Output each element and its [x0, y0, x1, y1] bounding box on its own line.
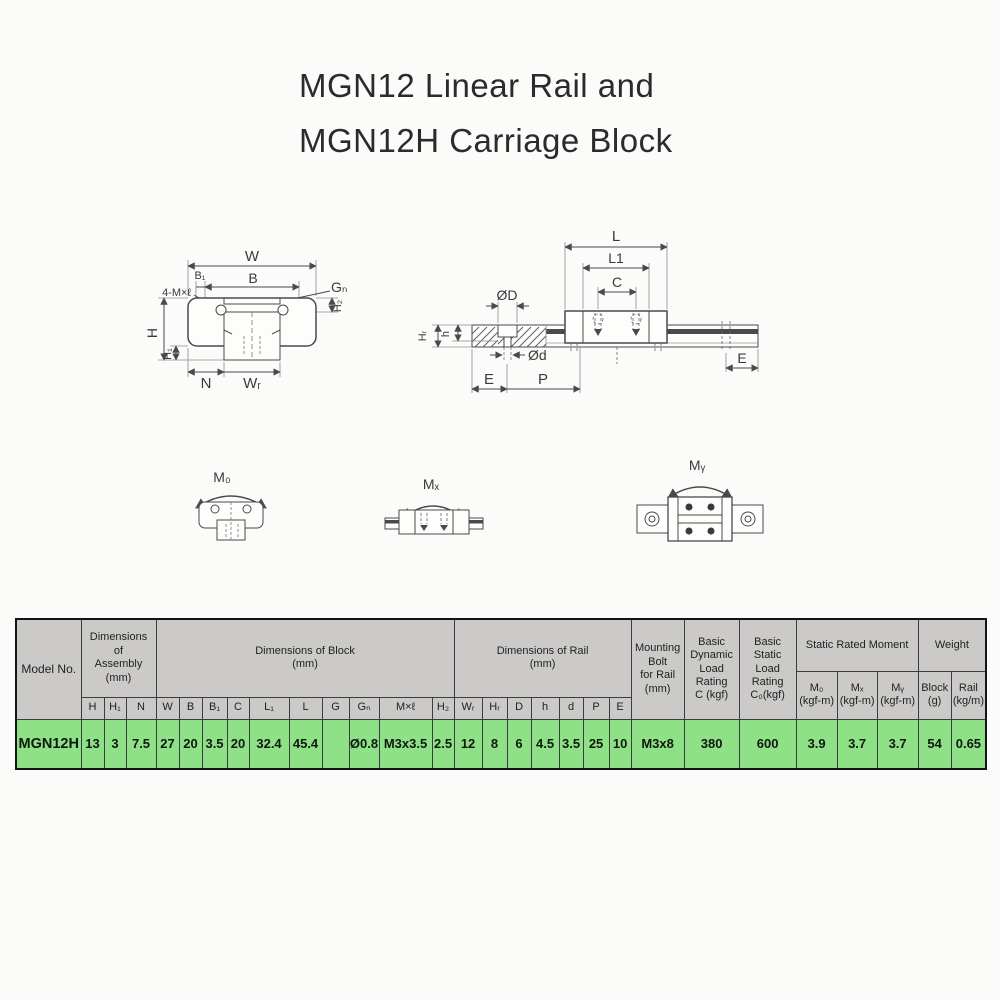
- specification-table: Model No. Dimensions of Assembly (mm) Di…: [15, 618, 988, 770]
- cell-n: 7.5: [125, 718, 157, 770]
- column-header-n: N: [125, 696, 157, 720]
- dimension-label-h: H: [144, 328, 160, 338]
- dimension-label-h2: H₂: [332, 300, 344, 312]
- cell-h-rail: 4.5: [530, 718, 560, 770]
- column-header-m0: M₀ (kgf-m): [795, 670, 838, 720]
- column-header-d: D: [506, 696, 532, 720]
- cell-h2: 2.5: [431, 718, 455, 770]
- group-header-static-rated-moment: Static Rated Moment: [795, 618, 919, 672]
- column-header-mx: Mₓ (kgf-m): [836, 670, 878, 720]
- column-header-w: W: [155, 696, 180, 720]
- dimension-label-od: ØD: [497, 287, 518, 303]
- cell-l1: 32.4: [248, 718, 290, 770]
- column-header-model-no: Model No.: [15, 618, 82, 720]
- dimension-label-n: N: [201, 375, 212, 392]
- dimension-label-h-bore: h: [440, 331, 452, 337]
- dimension-label-b: B: [248, 270, 257, 286]
- cell-weight-rail: 0.65: [950, 718, 987, 770]
- group-header-block: Dimensions of Block (mm): [155, 618, 455, 698]
- column-header-hr: Hᵣ: [481, 696, 508, 720]
- cell-p: 25: [582, 718, 610, 770]
- cell-h1: 3: [103, 718, 127, 770]
- cell-l: 45.4: [288, 718, 323, 770]
- column-header-weight-block: Block (g): [917, 670, 952, 720]
- cell-g: [321, 718, 350, 770]
- cell-gn: Ø0.8: [348, 718, 380, 770]
- column-header-d-small: d: [558, 696, 584, 720]
- column-header-h-rail: h: [530, 696, 560, 720]
- cell-d: 6: [506, 718, 532, 770]
- column-header-l1: L₁: [248, 696, 290, 720]
- cell-hr: 8: [481, 718, 508, 770]
- group-header-weight: Weight: [917, 618, 987, 672]
- column-header-l: L: [288, 696, 323, 720]
- dimension-label-c: C: [612, 274, 622, 290]
- cell-e: 10: [608, 718, 632, 770]
- dimension-label-b1: B₁: [194, 270, 205, 282]
- column-header-weight-rail: Rail (kg/m): [950, 670, 987, 720]
- cell-d-small: 3.5: [558, 718, 584, 770]
- column-header-c: C: [226, 696, 250, 720]
- dimension-label-od-small: Ød: [528, 347, 547, 363]
- column-header-h: H: [80, 696, 105, 720]
- dimension-label-wr: Wᵣ: [243, 375, 261, 392]
- cell-mxl: M3x3.5: [378, 718, 433, 770]
- page-title-line-1: MGN12 Linear Rail and: [299, 67, 655, 104]
- dimension-label-l: L: [612, 228, 620, 245]
- group-header-assembly: Dimensions of Assembly (mm): [80, 618, 157, 698]
- moment-diagram-m0: M₀: [195, 469, 267, 541]
- column-header-b1: B₁: [201, 696, 228, 720]
- column-header-dynamic-load: Basic Dynamic Load Rating C (kgf): [683, 618, 740, 720]
- moment-label-m0: M₀: [213, 469, 231, 485]
- column-header-wr: Wᵣ: [453, 696, 483, 720]
- column-header-mxl: M×ℓ: [378, 696, 433, 720]
- column-header-p: P: [582, 696, 610, 720]
- column-header-my: Mᵧ (kgf-m): [876, 670, 919, 720]
- cell-my: 3.7: [876, 718, 919, 770]
- cell-mx: 3.7: [836, 718, 878, 770]
- column-header-mounting-bolt: Mounting Bolt for Rail (mm): [630, 618, 685, 720]
- page-title-line-2: MGN12H Carriage Block: [299, 122, 673, 159]
- dimension-label-p: P: [538, 371, 548, 388]
- cell-c: 20: [226, 718, 250, 770]
- moment-label-mx: Mₓ: [423, 476, 440, 492]
- page-title: MGN12 Linear Rail and MGN12H Carriage Bl…: [299, 58, 673, 168]
- cell-b1: 3.5: [201, 718, 228, 770]
- moment-diagram-my: Mᵧ: [636, 457, 764, 542]
- cell-mounting-bolt: M3x8: [630, 718, 685, 770]
- cell-model: MGN12H: [15, 718, 82, 770]
- moment-label-my: Mᵧ: [689, 457, 706, 473]
- dimension-label-w: W: [245, 248, 260, 265]
- column-header-h1: H₁: [103, 696, 127, 720]
- cell-wr: 12: [453, 718, 483, 770]
- dimension-label-hr: Hᵣ: [417, 330, 429, 341]
- cell-h: 13: [80, 718, 105, 770]
- mounting-holes-label: 4-M×ℓ: [162, 287, 191, 299]
- column-header-b: B: [178, 696, 203, 720]
- column-header-h2: H₂: [431, 696, 455, 720]
- cell-w: 27: [155, 718, 180, 770]
- column-header-g: G: [321, 696, 350, 720]
- cell-m0: 3.9: [795, 718, 838, 770]
- cell-dynamic-load: 380: [683, 718, 740, 770]
- column-header-gn: Gₙ: [348, 696, 380, 720]
- moment-diagram-mx: Mₓ: [384, 476, 484, 535]
- cross-section-diagram: W B₁ B Gₙ 4-M×ℓ H H₁ H₂ N Wᵣ: [144, 248, 347, 392]
- cell-weight-block: 54: [917, 718, 952, 770]
- dimension-label-e-right: E: [737, 350, 746, 366]
- column-header-e: E: [608, 696, 632, 720]
- column-header-static-load: Basic Static Load Rating C₀(kgf): [738, 618, 797, 720]
- side-view-diagram: L L1 C ØD Hᵣ h Ød E P E: [417, 228, 759, 393]
- group-header-rail: Dimensions of Rail (mm): [453, 618, 632, 698]
- dimension-label-e-left: E: [484, 371, 494, 388]
- cell-static-load: 600: [738, 718, 797, 770]
- cell-b: 20: [178, 718, 203, 770]
- table-row-mgn12h: MGN12H 13 3 7.5 27 20 3.5 20 32.4 45.4 Ø…: [15, 718, 987, 770]
- dimension-label-l1: L1: [608, 250, 624, 266]
- dimension-label-h1: H₁: [162, 348, 174, 360]
- dimension-label-gn: Gₙ: [331, 279, 347, 295]
